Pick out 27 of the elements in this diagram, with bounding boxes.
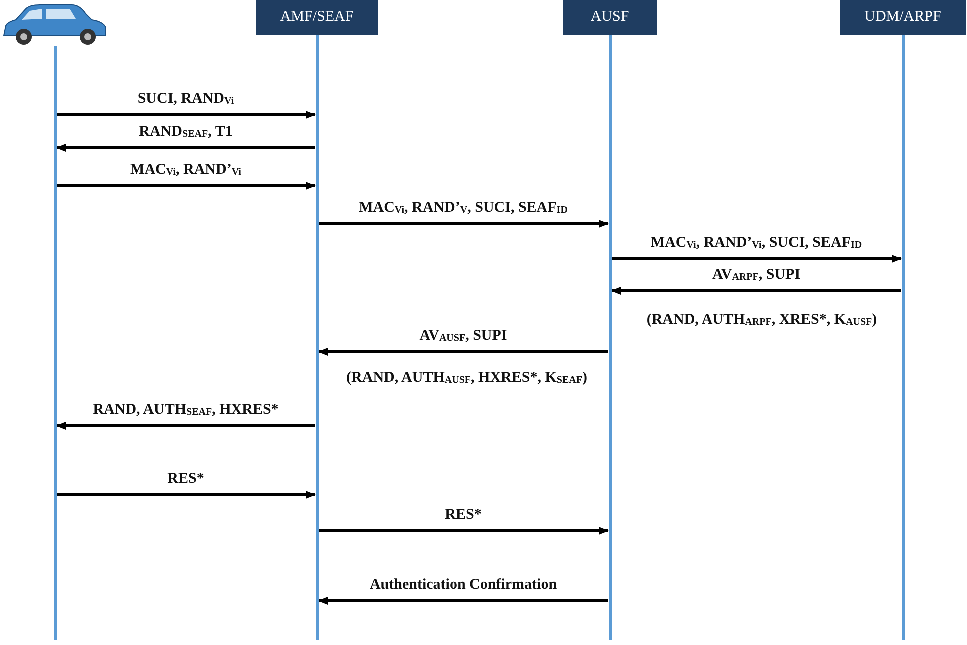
edge-label: Authentication Confirmation [370,577,558,594]
note-text: (RAND, AUTH$_{AUSF}$, HXRES*, K$_{SEAF}$) [346,370,588,387]
note-text: (RAND, AUTH$_{ARPF}$, XRES*, K$_{AUSF}$) [646,312,878,329]
edge-label: RES* [168,471,204,488]
message-arrow [318,348,608,356]
edge-label: MAC$_{Vi}$, RAND’$_{Vi}$, SUCI, SEAF$_{ID}$ [650,235,862,252]
edge-label: RAND$_{SEAF}$, T1 [139,124,233,141]
participant-header: UDM/ARPF [840,0,966,35]
message-arrow [56,422,315,430]
edge-label: RES* [445,507,482,524]
message-arrow [318,597,608,605]
edge-label: MAC$_{Vi}$, RAND’$_{Vi}$ [130,162,242,179]
edge-label: AV$_{ARPF}$, SUPI [712,267,801,284]
edge-label: AV$_{AUSF}$, SUPI [420,328,508,345]
message-arrow [611,287,901,295]
message-arrow [57,491,316,499]
message-arrow [319,527,609,535]
edge-label: MAC$_{Vi}$, RAND’$_{V}$, SUCI, SEAF$_{ID}$ [359,200,568,217]
participant-header: AUSF [563,0,657,35]
edge-label: SUCI, RAND$_{Vi}$ [138,91,234,108]
edge-label: RAND, AUTH$_{SEAF}$, HXRES* [93,402,279,419]
message-arrow [612,255,902,263]
participant-header: AMF/SEAF [256,0,378,35]
message-arrow [319,220,609,228]
message-arrow [56,144,315,152]
message-arrow [57,182,316,190]
message-arrow [57,111,316,119]
